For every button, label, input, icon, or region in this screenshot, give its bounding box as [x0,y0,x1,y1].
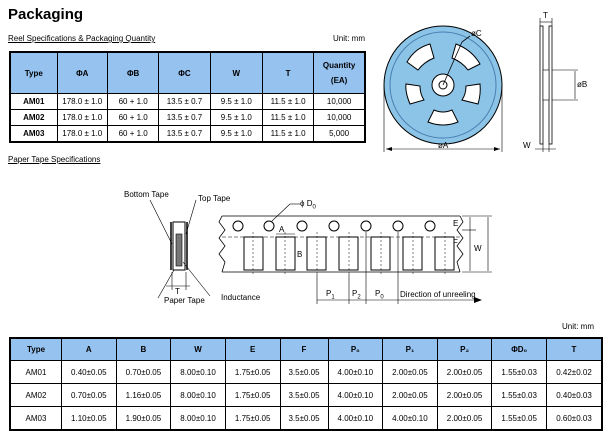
col-w: W [170,337,226,361]
bottom-tape-label: Bottom Tape [124,190,169,199]
reel-window [427,109,459,126]
col-p0: P₀ [327,337,384,361]
dims-unit-label: Unit: mm [562,322,594,331]
b-label: B [297,250,303,259]
top-tape-label: Top Tape [198,194,231,203]
reel-window [406,43,435,71]
paper-tape-label: Paper Tape [164,296,205,305]
d0-label: ϕ D0 [300,199,316,211]
page-title: Packaging [8,6,84,23]
col-d0: ΦD₀ [491,337,547,361]
reel-window [461,83,481,105]
col-b: B [115,337,172,361]
col-a: A [61,337,117,361]
reel-window [405,83,425,105]
reel-label-c: øC [471,29,482,38]
col-p2: P₂ [436,337,493,361]
col-type: Type [9,337,62,361]
e-label: E [453,219,459,228]
col-phi-a: ΦA [56,51,109,94]
f-label: F [453,238,458,247]
col-e: E [224,337,281,361]
col-type: Type [9,51,58,94]
a-label: A [279,225,285,234]
reel-unit-label: Unit: mm [333,34,365,43]
tape-section-heading: Paper Tape Specifications [8,155,101,164]
reel-label-b: øB [577,80,588,89]
col-f: F [279,337,329,361]
reel-section-heading: Reel Specifications & Packaging Quantity [8,34,156,43]
p0-label: P0 [375,289,384,301]
col-quantity: Quantity(EA) [313,51,366,94]
reel-label-a: øA [438,141,449,150]
tape-t-label: T [175,287,180,296]
w-label: W [474,244,482,253]
inductance-label: Inductance [221,293,261,302]
direction-label: Direction of unreeling [400,290,476,299]
p2-label: P2 [352,289,361,301]
col-p1: P₁ [382,337,438,361]
p1-label: P1 [326,289,335,301]
reel-label-t: T [543,11,548,20]
col-t: T [546,337,603,361]
reel-window [451,43,481,71]
reel-label-w: W [523,141,531,150]
col-t: T [261,51,315,94]
